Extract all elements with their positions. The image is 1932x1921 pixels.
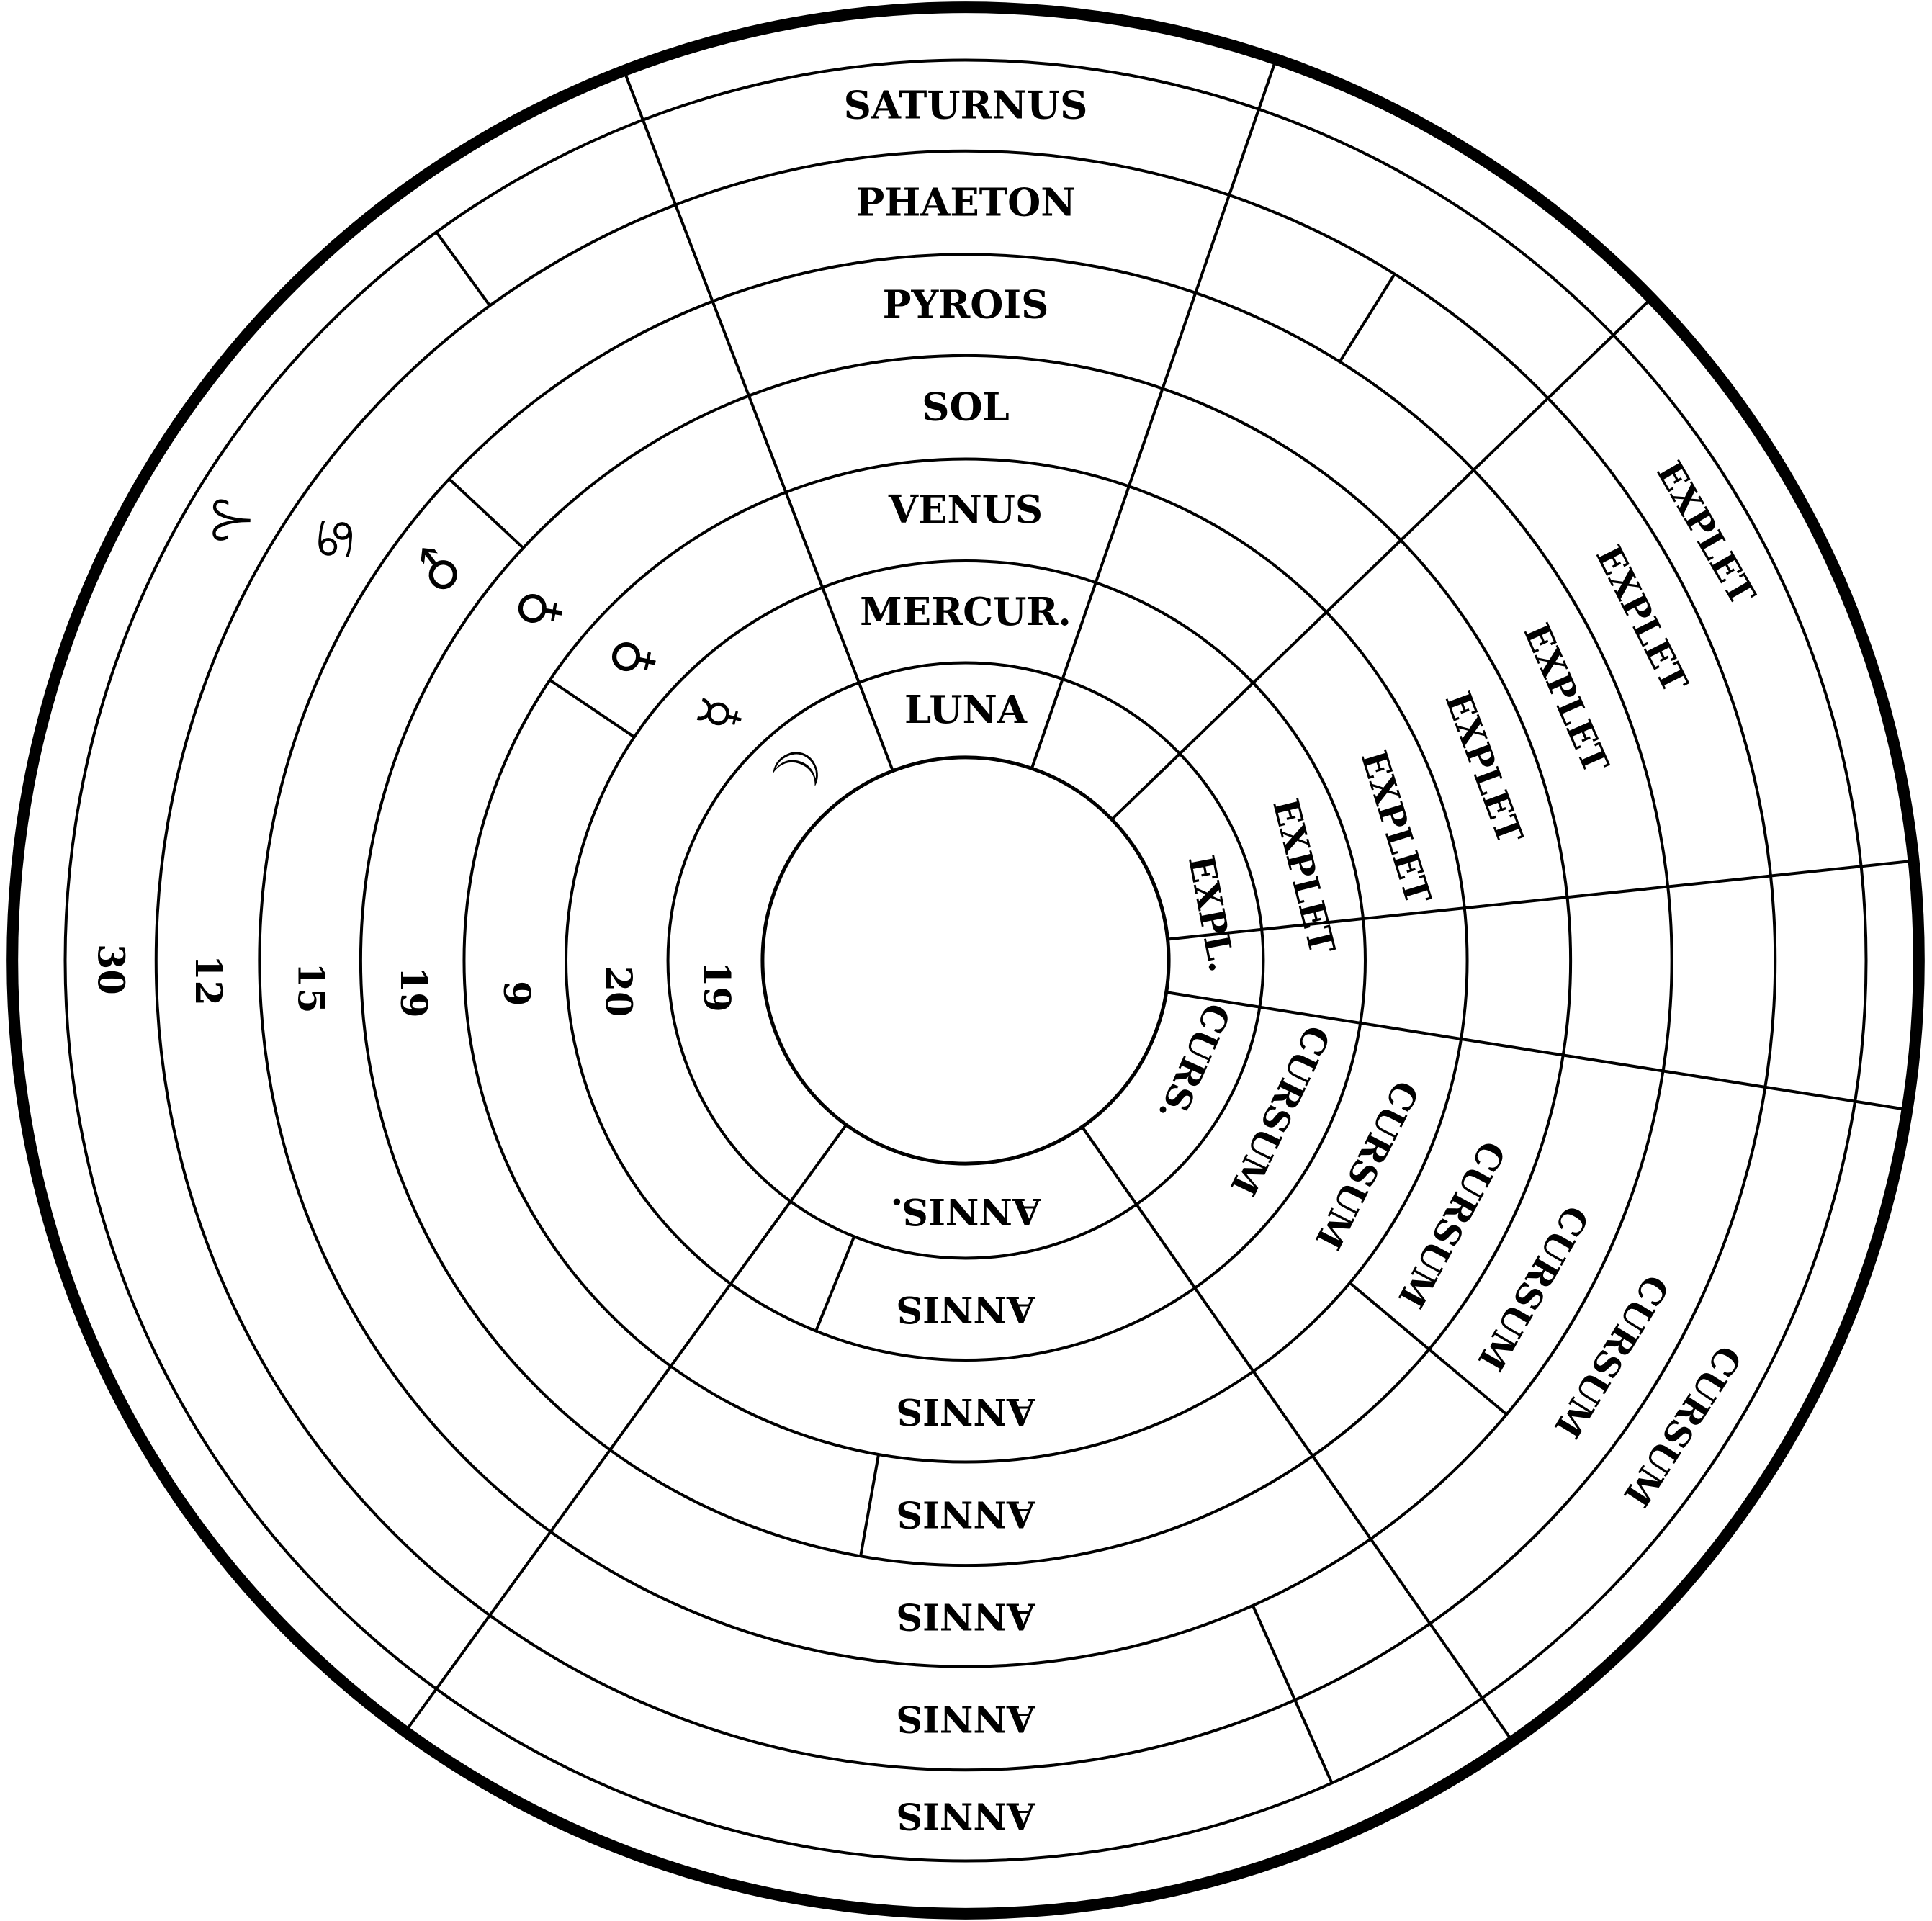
cancer-symbol: ♋ <box>305 514 367 564</box>
explet-label: EXPLET <box>1353 745 1439 909</box>
planet-label: SATURNUS <box>844 84 1088 128</box>
ring-circle <box>565 559 1367 1362</box>
explet-label: EXPL. <box>1180 852 1244 975</box>
ring-circle <box>462 457 1469 1464</box>
segment-divider <box>1338 273 1396 363</box>
segment-divider <box>1349 1282 1508 1416</box>
ring-circle <box>760 755 1171 1166</box>
venus-symbol: ♀ <box>506 586 570 633</box>
segment-divider <box>814 1236 855 1332</box>
annis-label: ANNIS <box>896 1390 1035 1433</box>
sector-divider <box>404 1124 848 1733</box>
cursum-label: CURSUM <box>1546 1267 1677 1445</box>
year-number: 9 <box>495 981 538 1006</box>
annis-label: ANNIS <box>896 1594 1035 1637</box>
explet-label: EXPLET <box>1264 794 1343 958</box>
planet-label: MERCUR. <box>860 590 1071 634</box>
cursum-label: CURSUM <box>1390 1134 1514 1315</box>
segment-divider <box>549 678 636 739</box>
sector-divider <box>1030 58 1277 769</box>
ring-circle <box>258 253 1673 1668</box>
cursum-label: CURSUM <box>1222 1019 1339 1202</box>
planet-label: PHAETON <box>855 181 1075 225</box>
segment-divider <box>435 231 491 307</box>
mercury-symbol: ☿ <box>686 691 752 737</box>
segment-divider <box>1252 1605 1334 1784</box>
planet-label: LUNA <box>904 688 1028 732</box>
sector-divider <box>622 70 894 772</box>
aries-symbol: ♈ <box>202 497 263 544</box>
year-number: 19 <box>392 967 435 1018</box>
segment-divider <box>448 477 524 549</box>
sector-divider <box>1166 991 1908 1112</box>
annis-label: ANNIS <box>896 1794 1035 1837</box>
annis-label: ANNIS <box>896 1696 1035 1740</box>
explet-label: EXPLET <box>1516 617 1617 779</box>
year-number: 15 <box>289 963 332 1014</box>
sector-divider <box>1110 297 1653 821</box>
cursum-label: CURSUM <box>1470 1199 1597 1378</box>
planet-label: SOL <box>922 385 1010 430</box>
ring-circle <box>359 354 1573 1567</box>
outer-border <box>6 1 1925 1920</box>
mars-symbol: ♂ <box>407 544 472 596</box>
sector-divider <box>1167 859 1914 941</box>
planet-label: PYROIS <box>883 283 1049 328</box>
moon-crescent-symbol: ☽ <box>755 738 840 812</box>
ring-circle <box>154 149 1777 1772</box>
year-number: 19 <box>695 961 738 1012</box>
explet-label: EXPLET <box>1588 539 1697 698</box>
year-number: 30 <box>89 944 132 995</box>
sector-divider <box>1081 1125 1514 1742</box>
venus-symbol-2: ♀ <box>598 633 665 683</box>
ring-circle <box>666 661 1265 1260</box>
planet-label: VENUS <box>888 487 1043 532</box>
year-number: 12 <box>187 955 230 1006</box>
annis-label: ANNIS. <box>890 1189 1041 1233</box>
cursum-label: CURSUM <box>1307 1074 1427 1256</box>
annis-label: ANNIS <box>896 1492 1035 1535</box>
segment-divider <box>859 1454 881 1557</box>
ring-circle <box>63 58 1868 1863</box>
cursum-label: CURSUM <box>1615 1338 1750 1514</box>
year-number: 20 <box>597 966 640 1017</box>
annis-label: ANNIS <box>896 1287 1035 1331</box>
explet-label: EXPLET <box>1648 454 1763 612</box>
